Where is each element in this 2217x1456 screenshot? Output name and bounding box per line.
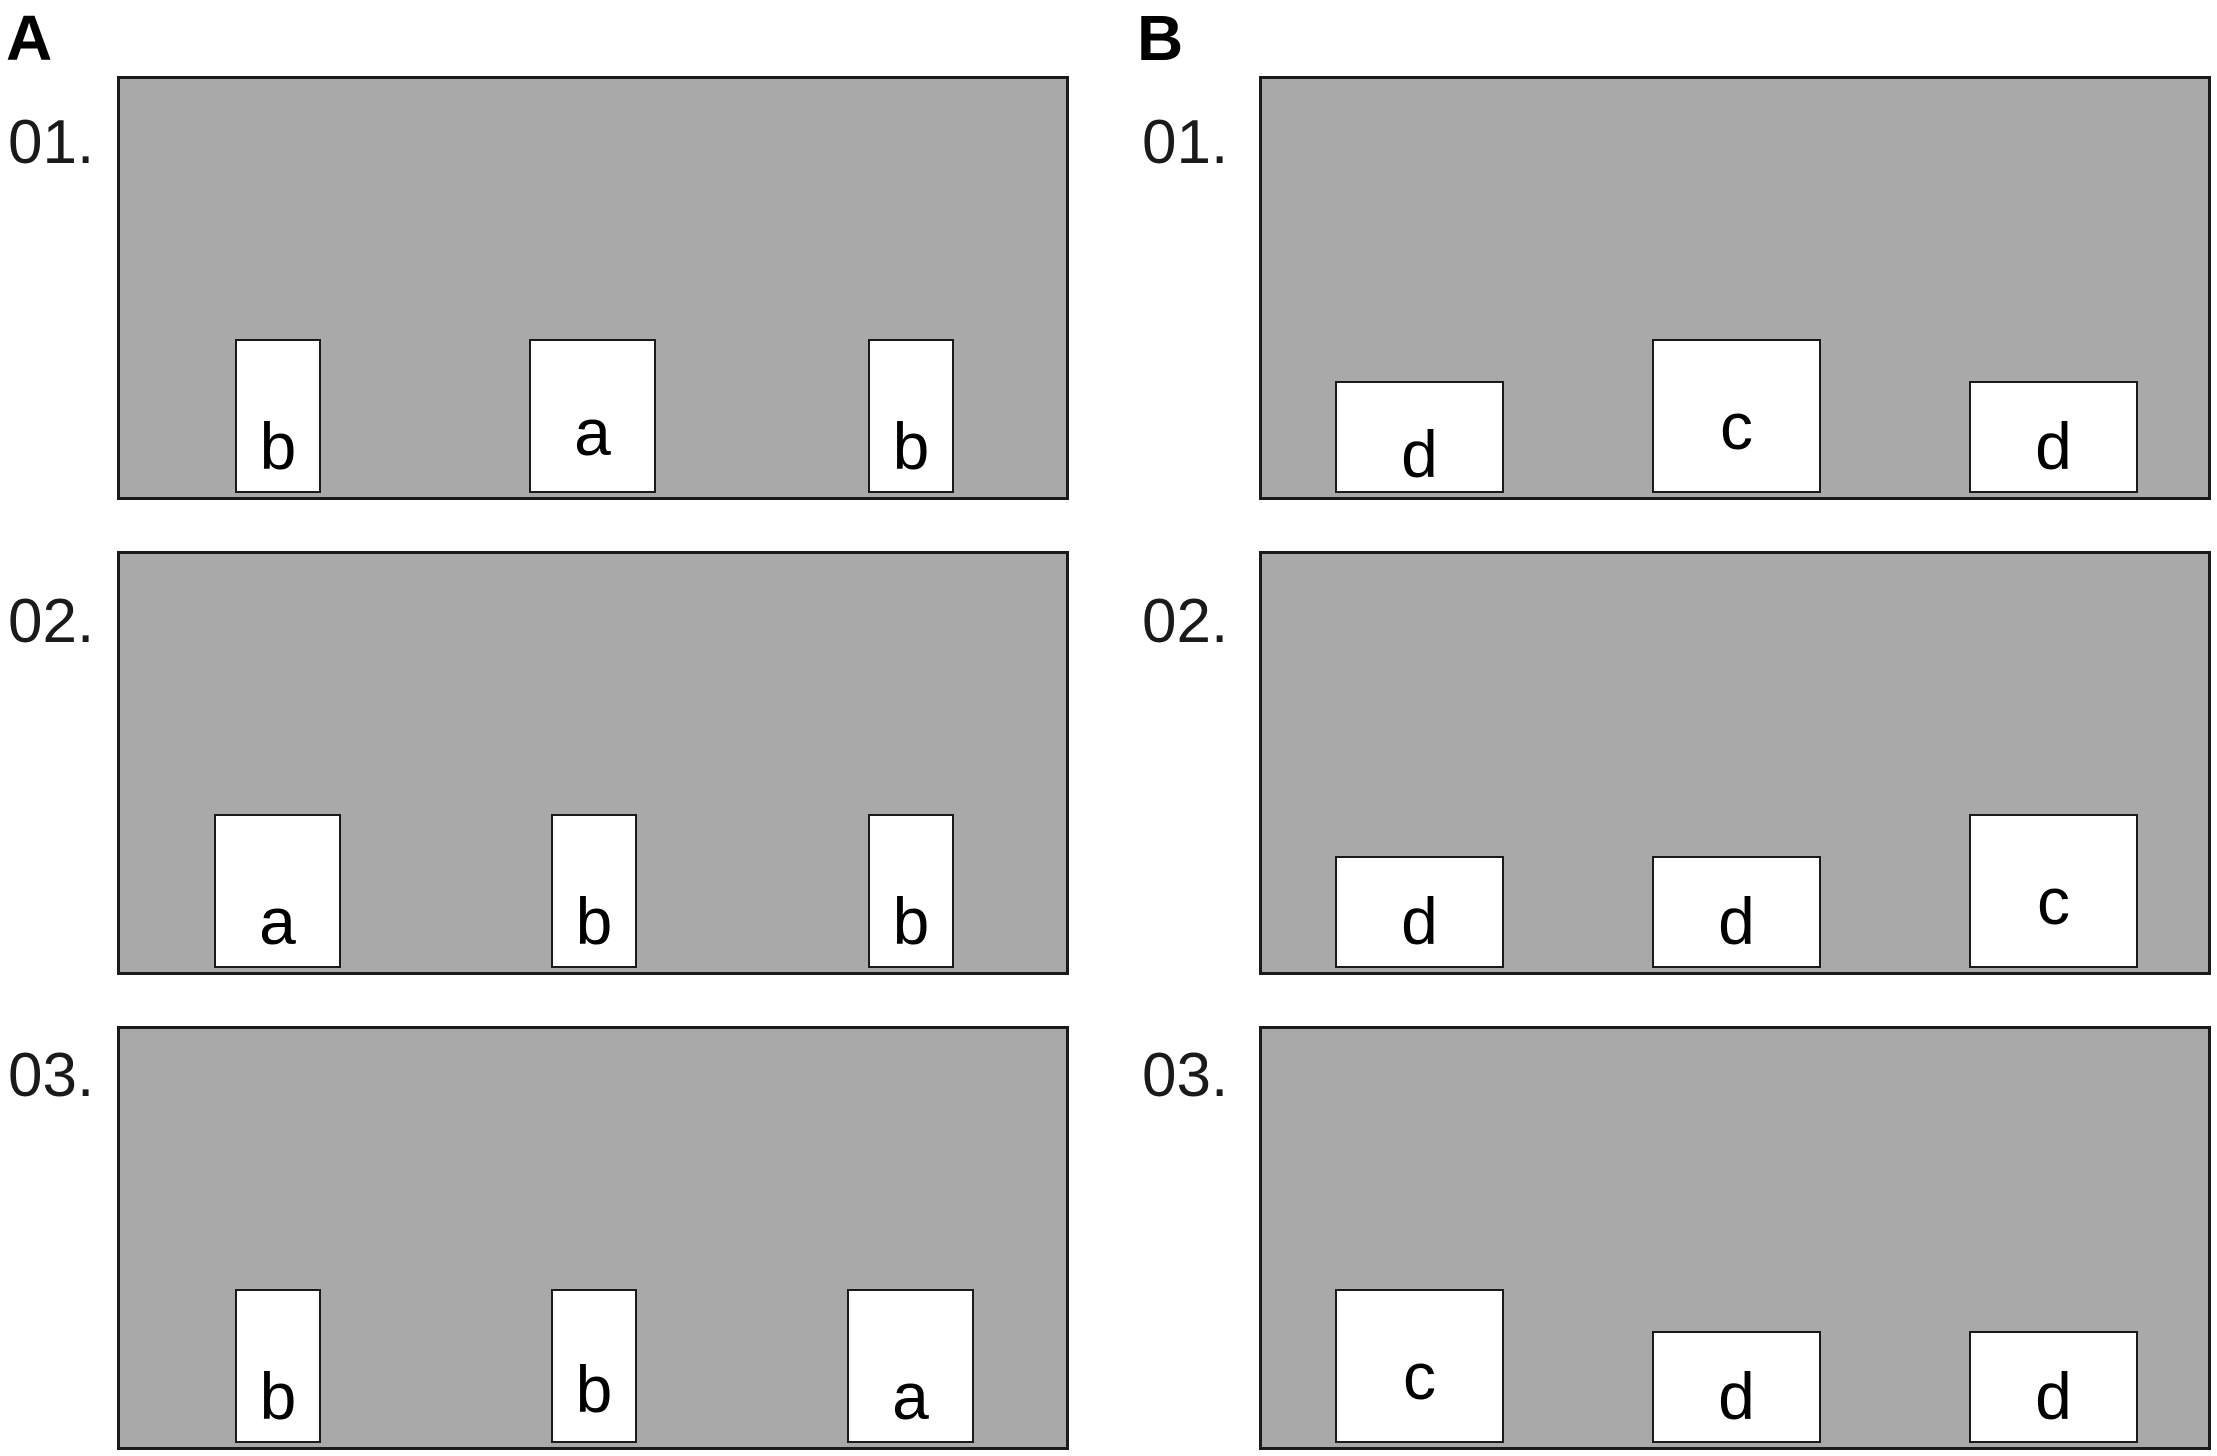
panel-a-02: a b b (117, 551, 1069, 975)
row-label-b-01: 01. (1142, 108, 1229, 177)
item-letter: d (2035, 409, 2072, 483)
row-label-a-02: 02. (8, 587, 95, 656)
panel-a-03: b b a (117, 1026, 1069, 1450)
item-letter: b (259, 1359, 297, 1433)
column-b-label: B (1137, 2, 1184, 74)
item-a-02-3: b (868, 814, 954, 968)
item-a-01-1: b (235, 339, 321, 493)
item-letter: d (1401, 884, 1438, 958)
item-a-03-2: b (551, 1289, 637, 1443)
item-letter: c (2037, 864, 2070, 938)
item-b-02-1: d (1335, 856, 1504, 968)
item-letter: d (1718, 884, 1755, 958)
column-a-label: A (6, 2, 53, 74)
item-letter: c (1720, 389, 1753, 463)
item-letter: a (892, 1359, 929, 1433)
item-b-03-3: d (1969, 1331, 2138, 1443)
item-letter: d (1401, 417, 1438, 491)
item-letter: c (1403, 1339, 1436, 1413)
item-letter: b (892, 409, 930, 483)
item-b-01-3: d (1969, 381, 2138, 493)
item-b-02-3: c (1969, 814, 2138, 968)
item-letter: d (2035, 1359, 2072, 1433)
item-letter: b (575, 884, 613, 958)
item-letter: a (259, 884, 296, 958)
row-label-a-03: 03. (8, 1041, 95, 1110)
item-a-02-1: a (214, 814, 341, 968)
item-letter: a (574, 395, 611, 469)
item-a-03-1: b (235, 1289, 321, 1443)
panel-b-01: d c d (1259, 76, 2211, 500)
item-letter: d (1718, 1359, 1755, 1433)
item-letter: b (575, 1352, 613, 1426)
panel-a-01: b a b (117, 76, 1069, 500)
item-a-03-3: a (847, 1289, 974, 1443)
panel-b-03: c d d (1259, 1026, 2211, 1450)
item-b-03-1: c (1335, 1289, 1504, 1443)
item-b-02-2: d (1652, 856, 1821, 968)
item-a-01-3: b (868, 339, 954, 493)
item-a-01-2: a (529, 339, 656, 493)
item-a-02-2: b (551, 814, 637, 968)
row-label-b-03: 03. (1142, 1041, 1229, 1110)
row-label-b-02: 02. (1142, 587, 1229, 656)
item-letter: b (259, 409, 297, 483)
item-b-01-2: c (1652, 339, 1821, 493)
row-label-a-01: 01. (8, 108, 95, 177)
item-b-03-2: d (1652, 1331, 1821, 1443)
item-b-01-1: d (1335, 381, 1504, 493)
item-letter: b (892, 884, 930, 958)
panel-b-02: d d c (1259, 551, 2211, 975)
